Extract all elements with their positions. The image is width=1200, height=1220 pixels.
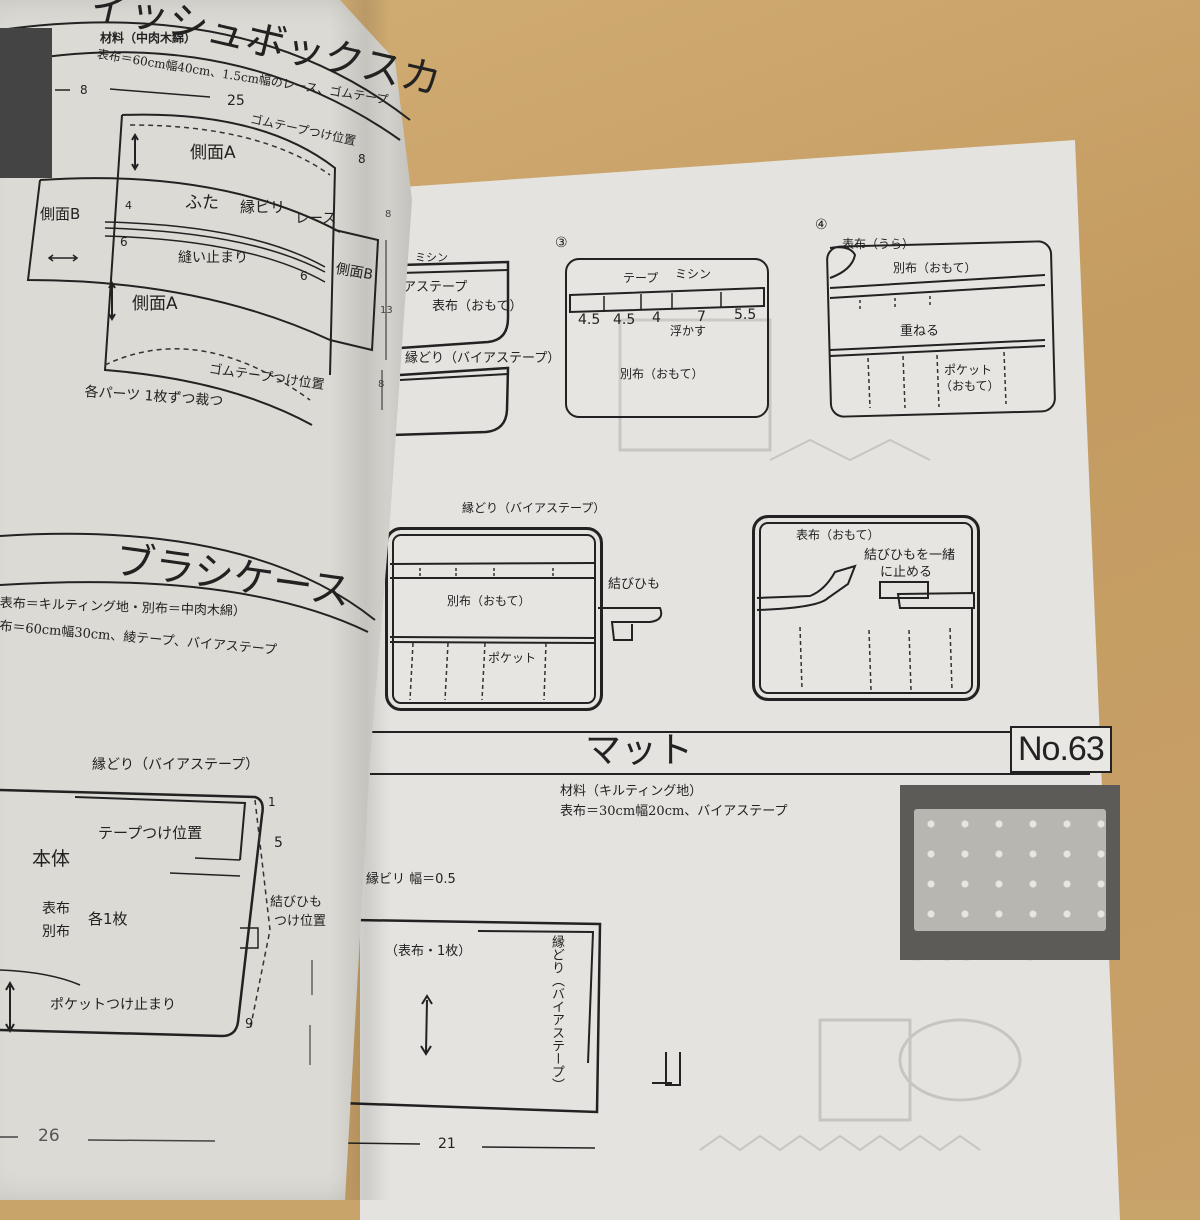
dim-5: 5 xyxy=(274,835,283,851)
width-4: 7 xyxy=(697,309,706,325)
label-binding: 縁どり（バイアステープ） xyxy=(92,757,260,773)
label-outer-front: 表布（おもて） xyxy=(432,299,523,314)
label-side-b-left: 側面B xyxy=(40,205,81,223)
brush-case-header-arc xyxy=(0,532,376,633)
step-3-panel xyxy=(565,258,769,418)
label-pieces-count: 各1枚 xyxy=(88,910,128,928)
tissue-box-header-arc xyxy=(0,21,411,141)
label-pieces-b: 別布 xyxy=(42,924,70,940)
label-side-a-bottom: 側面A xyxy=(132,294,178,314)
pattern-number: No.63 xyxy=(1010,726,1112,773)
label-binding: 縁どり（バイアステープ） xyxy=(462,501,606,515)
binding-vertical-label: 縁どり（バイアステープ） xyxy=(549,935,564,1091)
label-pocket: ポケット xyxy=(488,651,537,665)
page-number-left: 26 xyxy=(38,1128,60,1145)
binding-width-note: 縁ビリ 幅＝0.5 xyxy=(366,872,456,887)
dim-side-upper: 8 xyxy=(385,209,392,220)
label-stitch: ミシン xyxy=(415,251,448,264)
label-lining: 別布（おもて） xyxy=(893,261,977,275)
label-tie-note-2: に止める xyxy=(880,565,933,580)
label-float: 浮かす xyxy=(670,324,707,338)
label-lining: 別布（おもて） xyxy=(620,367,704,381)
label-overlap: 重ねる xyxy=(900,324,940,339)
dim-26: 26 xyxy=(38,1126,60,1146)
dim-1: 1 xyxy=(268,795,276,809)
label-binding: 縁どり（バイアステープ） xyxy=(405,351,561,366)
label-tie: 結びひも xyxy=(608,577,661,592)
label-tie-position-1: 結びひも xyxy=(270,895,323,910)
label-outer-back: 表布（うら） xyxy=(842,237,915,251)
dim-side-lower: 8 xyxy=(378,379,385,390)
quilted-mat-image xyxy=(914,809,1106,931)
brush-case-pattern xyxy=(0,788,313,1142)
mat-materials-label: 材料（キルティング地） xyxy=(560,784,703,799)
label-tape: テープ xyxy=(623,271,659,285)
label-binding: 縁ビリ xyxy=(240,198,286,216)
label-body: 本体 xyxy=(32,848,71,870)
label-tape-position: テープつけ位置 xyxy=(98,824,203,842)
label-lace: レース xyxy=(295,211,337,227)
right-page xyxy=(360,140,1120,1220)
label-lid: ふた xyxy=(185,193,219,213)
width-3: 4 xyxy=(652,310,661,326)
header-rule-top xyxy=(370,731,1100,733)
dim-side-mid: 13 xyxy=(380,305,393,316)
label-side-a-top: 側面A xyxy=(190,143,236,163)
mat-photo xyxy=(900,785,1120,960)
tissue-box-pattern xyxy=(26,88,387,426)
dim-9: 9 xyxy=(245,1017,254,1032)
label-note-6b: 6 xyxy=(300,269,308,283)
left-page xyxy=(0,0,412,1200)
width-dimension: 21 xyxy=(438,1136,456,1152)
label-note-4: 4 xyxy=(125,199,132,212)
label-pocket-sub: （おもて） xyxy=(940,379,1000,393)
tissue-materials-label: 材料（中肉木綿） xyxy=(100,31,197,45)
page-number-right: 21 xyxy=(438,1137,456,1151)
label-tie-note-1: 結びひもを一緒 xyxy=(864,548,956,563)
step-5-panel xyxy=(385,527,603,711)
label-stitch-stop: 縫い止まり xyxy=(178,250,248,266)
width-5: 5.5 xyxy=(734,307,757,323)
width-1: 4.5 xyxy=(578,312,601,328)
dim-top-right: 8 xyxy=(358,152,366,166)
label-note-6a: 6 xyxy=(120,235,128,249)
label-stitch: ミシン xyxy=(675,267,712,281)
label-pocket-stop: ポケットつけ止まり xyxy=(50,997,176,1013)
dim-top: 25 xyxy=(227,93,245,109)
label-tie-position-2: つけ位置 xyxy=(274,914,327,929)
label-pieces-a: 表布 xyxy=(42,901,70,917)
tissue-box-photo xyxy=(0,28,52,178)
label-outer-front: 表布（おもて） xyxy=(796,528,880,542)
dim-top-left: 8 xyxy=(80,83,88,97)
header-rule-bottom xyxy=(370,773,1090,775)
outer-fabric-count: （表布・1枚） xyxy=(385,944,472,959)
step-4-marker: ④ xyxy=(815,217,828,233)
width-2: 4.5 xyxy=(613,312,636,328)
mat-title: マット xyxy=(585,730,694,771)
step-3-marker: ③ xyxy=(555,235,568,251)
label-lining: 別布（おもて） xyxy=(447,594,531,608)
label-bias-tape: アステープ xyxy=(403,280,468,295)
mat-materials-detail: 表布＝30cm幅20cm、バイアステープ xyxy=(560,804,788,819)
label-pocket: ポケット xyxy=(944,363,993,377)
